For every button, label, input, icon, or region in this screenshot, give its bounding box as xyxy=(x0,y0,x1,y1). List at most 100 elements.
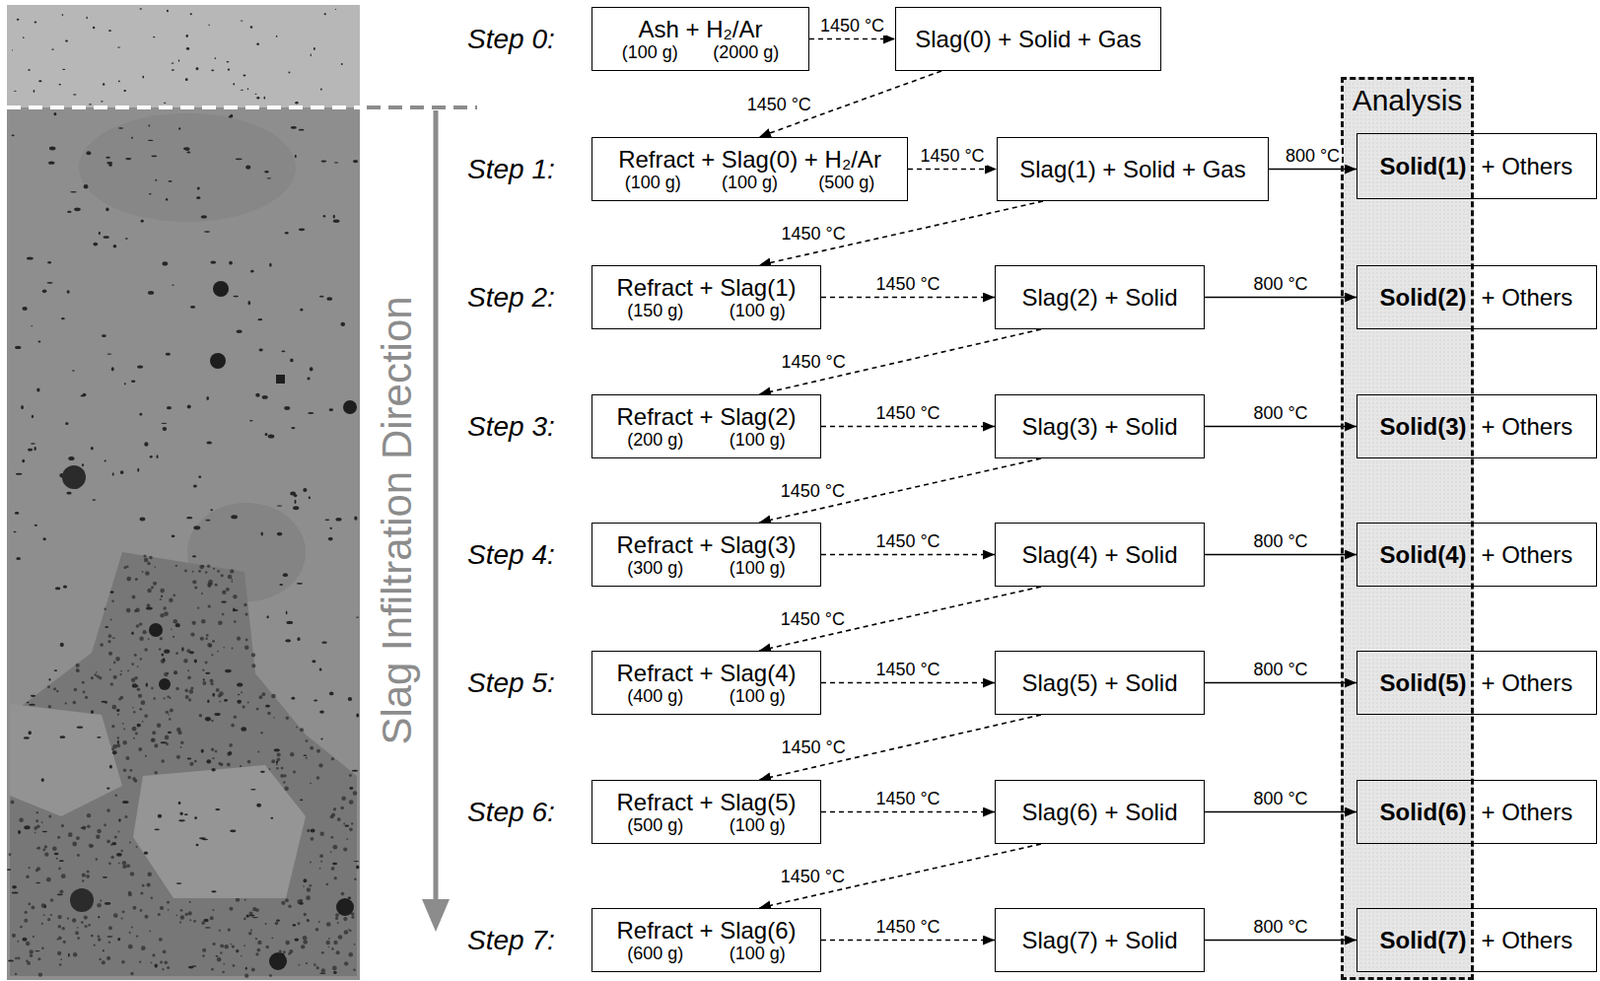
temperature-label: 1450 °C xyxy=(778,866,847,887)
mass-text: (100 g) xyxy=(622,42,679,64)
temperature-label: 800 °C xyxy=(1251,916,1310,937)
mass-text: (100 g) xyxy=(721,172,778,194)
temperature-label: 1450 °C xyxy=(778,737,847,758)
sample-name: Solid(3) xyxy=(1357,413,1474,441)
mass-text: (500 g) xyxy=(818,172,875,194)
box-text: Refract + Slag(0) + H₂/Ar xyxy=(604,145,896,173)
analysis-box: Solid(3)+ Others xyxy=(1356,394,1598,459)
mass-text: (100 g) xyxy=(729,943,786,965)
box-text: Refract + Slag(5) xyxy=(604,788,809,816)
step-label: Step 1: xyxy=(467,153,556,186)
step-label: Step 2: xyxy=(467,281,556,314)
box-text: Slag(4) + Solid xyxy=(1021,541,1178,568)
mass-text: (300 g) xyxy=(626,557,684,579)
temperature-label: 1450 °C xyxy=(917,145,986,166)
product-box: Slag(1) + Solid + Gas xyxy=(996,137,1269,202)
temperature-label: 800 °C xyxy=(1251,788,1310,809)
sample-name: Solid(4) xyxy=(1357,541,1474,569)
box-text: + Others xyxy=(1473,926,1574,955)
mass-text: (150 g) xyxy=(626,300,684,322)
product-box: Slag(7) + Solid xyxy=(994,907,1205,973)
band-fill xyxy=(1340,76,1474,980)
temperature-label: 1450 °C xyxy=(778,351,847,372)
box-text: Refract + Slag(3) xyxy=(604,531,809,558)
temperature-label: 1450 °C xyxy=(873,531,942,552)
product-box: Slag(2) + Solid xyxy=(994,265,1205,330)
analysis-box: Solid(6)+ Others xyxy=(1356,779,1598,844)
input-box: Ash + H₂/Ar(100 g) (2000 g) xyxy=(591,6,810,71)
input-box: Refract + Slag(3)(300 g) (100 g) xyxy=(591,522,822,587)
process-arrow xyxy=(907,168,997,171)
analysis-band: Analysis xyxy=(1340,76,1474,980)
temperature-label: 800 °C xyxy=(1283,145,1342,166)
process-arrow xyxy=(809,38,896,41)
mass-text: (2000 g) xyxy=(712,42,779,64)
temperature-label: 1450 °C xyxy=(873,916,942,937)
temperature-label: 800 °C xyxy=(1251,274,1310,294)
box-text: Refract + Slag(1) xyxy=(604,274,809,301)
box-text: + Others xyxy=(1473,669,1574,697)
product-box: Slag(5) + Solid xyxy=(994,650,1205,715)
sample-name: Solid(2) xyxy=(1357,283,1474,312)
sample-name: Solid(6) xyxy=(1357,798,1474,827)
cooling-arrow xyxy=(1204,554,1357,557)
box-text: Refract + Slag(6) xyxy=(604,916,809,944)
process-arrow xyxy=(821,296,995,299)
mass-text: (100 g) xyxy=(729,429,786,451)
mass-text: (500 g) xyxy=(626,815,684,836)
temperature-label: 1450 °C xyxy=(873,788,942,809)
process-arrow xyxy=(821,682,995,685)
input-box: Refract + Slag(6)(600 g)(100 g) xyxy=(591,907,822,973)
micrograph xyxy=(6,4,360,980)
step-label: Step 7: xyxy=(467,924,556,957)
sample-name: Solid(5) xyxy=(1357,669,1474,697)
input-box: Refract + Slag(0) + H₂/Ar(100 g) (100 g) (… xyxy=(591,137,908,202)
input-box: Refract + Slag(4)(400 g) (100 g) xyxy=(591,650,822,715)
process-arrow xyxy=(759,714,1042,780)
box-text: Ash + H₂/Ar xyxy=(604,15,797,43)
mass-text: (100 g) xyxy=(729,557,786,579)
product-box: Slag(0) + Solid + Gas xyxy=(895,6,1162,71)
process-arrow xyxy=(759,458,1042,523)
temperature-label: 800 °C xyxy=(1251,403,1310,423)
input-box: Refract + Slag(2)(200 g) (100 g) xyxy=(591,394,822,459)
step-label: Step 6: xyxy=(467,796,556,829)
mass-text: (100 g) xyxy=(625,172,682,194)
process-arrow xyxy=(821,939,995,942)
analysis-box: Solid(5)+ Others xyxy=(1356,650,1598,715)
temperature-label: 1450 °C xyxy=(873,403,942,423)
process-arrow xyxy=(759,201,1044,266)
sample-name: Solid(7) xyxy=(1357,926,1474,955)
mass-text: (200 g) xyxy=(626,429,684,451)
interface-line xyxy=(6,105,360,110)
cooling-arrow xyxy=(1204,811,1357,814)
mass-text: (400 g) xyxy=(626,686,684,707)
box-text: Refract + Slag(2) xyxy=(604,403,809,430)
analysis-box: Solid(7)+ Others xyxy=(1356,907,1598,973)
direction-arrowhead xyxy=(421,899,450,932)
product-box: Slag(3) + Solid xyxy=(994,394,1205,459)
box-text: Refract + Slag(4) xyxy=(604,659,809,687)
temperature-label: 1450 °C xyxy=(873,274,942,294)
process-arrow xyxy=(821,425,995,428)
box-text: + Others xyxy=(1473,283,1574,312)
box-text: + Others xyxy=(1473,541,1574,569)
box-text: Slag(2) + Solid xyxy=(1021,283,1178,311)
box-text: Slag(3) + Solid xyxy=(1021,413,1178,440)
input-box: Refract + Slag(5)(500 g)(100 g) xyxy=(591,779,822,844)
temperature-label: 800 °C xyxy=(1251,531,1310,552)
step-label: Step 3: xyxy=(467,411,556,443)
box-text: Slag(1) + Solid + Gas xyxy=(1019,155,1246,183)
analysis-box: Solid(2)+ Others xyxy=(1356,265,1598,330)
box-text: Slag(0) + Solid + Gas xyxy=(914,25,1141,53)
sample-name: Solid(1) xyxy=(1357,152,1474,181)
temperature-label: 1450 °C xyxy=(778,481,847,501)
temperature-label: 1450 °C xyxy=(745,94,814,115)
mass-text: (100 g) xyxy=(729,686,786,707)
temperature-label: 1450 °C xyxy=(818,15,887,36)
temperature-label: 1450 °C xyxy=(778,223,847,244)
interface-line xyxy=(366,105,478,110)
process-arrow xyxy=(759,586,1042,651)
cooling-arrow xyxy=(1204,682,1357,685)
box-text: + Others xyxy=(1473,152,1574,181)
